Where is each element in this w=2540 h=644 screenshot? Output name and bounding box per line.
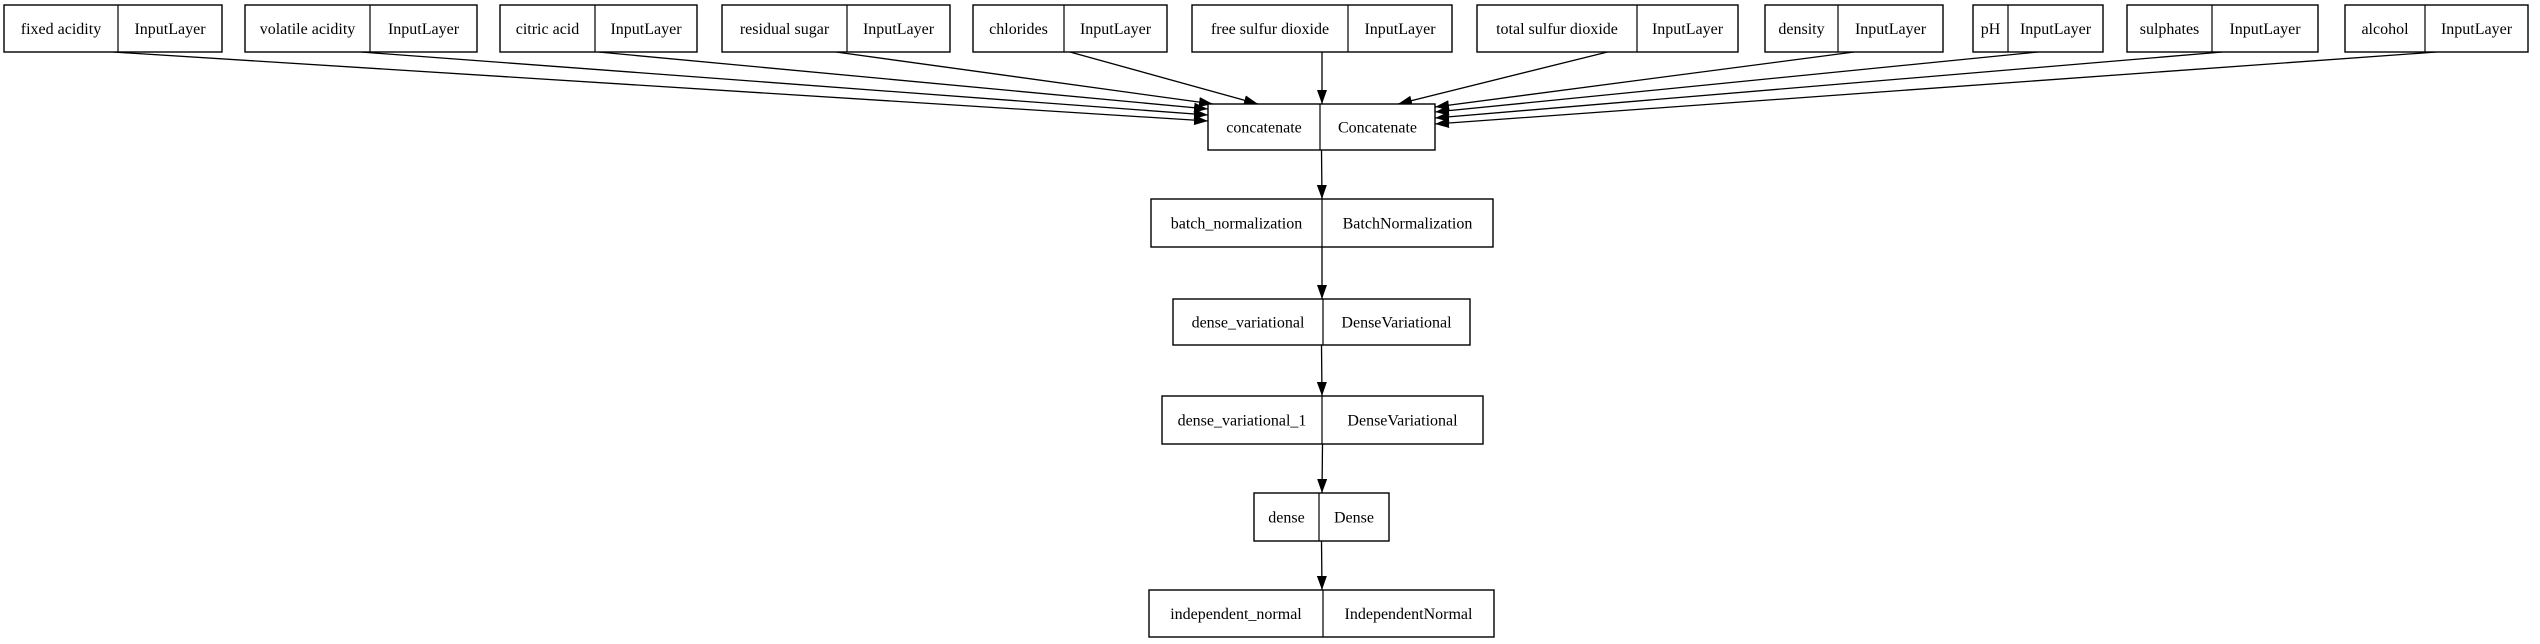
edge-density--to--concatenate (1434, 51, 1855, 111)
layer-type-label: InputLayer (863, 21, 935, 38)
layer-type-label: InputLayer (2020, 21, 2092, 38)
layer-type-label: DenseVariational (1341, 315, 1452, 332)
layer-type-label: InputLayer (1080, 21, 1152, 38)
node-chlorides: chlorides InputLayer (972, 4, 1168, 53)
node-concatenate: concatenate Concatenate (1207, 103, 1436, 151)
layer-type-label: IndependentNormal (1345, 606, 1474, 623)
edge-chlorides--to--concatenate (1069, 51, 1259, 106)
layer-type-label: InputLayer (388, 21, 460, 38)
layer-type-label: InputLayer (2229, 21, 2301, 38)
edge-concatenate--to--batch_normalization (1316, 149, 1327, 200)
node-box (1207, 103, 1436, 151)
layer-type-label: InputLayer (2441, 21, 2513, 38)
layer-name-label: density (1778, 21, 1824, 38)
node-box (499, 4, 698, 53)
layer-name-label: free sulfur dioxide (1211, 21, 1329, 38)
layer-name-label: sulphates (2140, 21, 2200, 38)
layer-name-label: total sulfur dioxide (1496, 21, 1618, 38)
node-citric_acid: citric acid InputLayer (499, 4, 698, 53)
node-dense_variational: dense_variational DenseVariational (1172, 298, 1471, 346)
layer-type-label: Concatenate (1338, 120, 1417, 137)
layer-name-label: residual sugar (740, 21, 830, 38)
node-box (1476, 4, 1739, 53)
layer-name-label: fixed acidity (21, 21, 101, 38)
layer-type-label: DenseVariational (1347, 413, 1458, 430)
edge-alcohol--to--concatenate (1434, 51, 2437, 128)
node-box (721, 4, 951, 53)
layer-name-label: alcohol (2361, 21, 2409, 38)
edge-dense--to--independent_normal (1316, 540, 1327, 591)
layer-name-label: batch_normalization (1171, 216, 1303, 233)
layer-name-label: dense (1268, 510, 1304, 527)
layer-type-label: InputLayer (1855, 21, 1927, 38)
node-volatile_acidity: volatile acidity InputLayer (244, 4, 478, 53)
node-density: density InputLayer (1764, 4, 1944, 53)
node-sulphates: sulphates InputLayer (2126, 4, 2319, 53)
edge-dense_variational--to--dense_variational_1 (1316, 344, 1327, 397)
node-fixed_acidity: fixed acidity InputLayer (3, 4, 223, 53)
layer-name-label: chlorides (989, 21, 1048, 38)
edge-sulphates--to--concatenate (1434, 51, 2223, 122)
node-box (244, 4, 478, 53)
layer-type-label: InputLayer (134, 21, 206, 38)
layer-name-label: dense_variational_1 (1178, 413, 1307, 430)
layer-name-label: volatile acidity (260, 21, 356, 38)
node-box (2344, 4, 2529, 53)
layer-name-label: concatenate (1226, 120, 1302, 137)
node-box (972, 4, 1168, 53)
node-free_sulfur_dioxide: free sulfur dioxide InputLayer (1191, 4, 1453, 53)
edge-dense_variational_1--to--dense (1317, 443, 1328, 494)
node-independent_normal: independent_normal IndependentNormal (1148, 589, 1495, 638)
node-box (2126, 4, 2319, 53)
layer-name-label: pH (1981, 21, 2001, 38)
layer-type-label: BatchNormalization (1343, 216, 1473, 233)
node-alcohol: alcohol InputLayer (2344, 4, 2529, 53)
node-residual_sugar: residual sugar InputLayer (721, 4, 951, 53)
edge-fixed_acidity--to--concatenate (112, 51, 1209, 126)
node-box (1253, 492, 1390, 542)
node-box (1764, 4, 1944, 53)
node-box (3, 4, 223, 53)
node-pH: pH InputLayer (1972, 4, 2104, 53)
node-box (1972, 4, 2104, 53)
edge-volatile_acidity--to--concatenate (360, 51, 1209, 119)
layer-type-label: InputLayer (1652, 21, 1724, 38)
edge-total_sulfur_dioxide--to--concatenate (1397, 51, 1608, 106)
node-total_sulfur_dioxide: total sulfur dioxide InputLayer (1476, 4, 1739, 53)
layer-type-label: Dense (1334, 510, 1374, 527)
node-batch_normalization: batch_normalization BatchNormalization (1150, 198, 1494, 248)
edge-citric_acid--to--concatenate (598, 51, 1209, 113)
layer-name-label: dense_variational (1192, 315, 1305, 332)
layer-name-label: independent_normal (1170, 606, 1302, 623)
layer-type-label: InputLayer (610, 21, 682, 38)
layer-type-label: InputLayer (1364, 21, 1436, 38)
node-dense_variational_1: dense_variational_1 DenseVariational (1161, 395, 1484, 445)
edge-pH--to--concatenate (1434, 51, 2039, 116)
node-box (1191, 4, 1453, 53)
edge-residual_sugar--to--concatenate (835, 51, 1214, 108)
node-dense: dense Dense (1253, 492, 1390, 542)
node-box (1172, 298, 1471, 346)
layer-name-label: citric acid (516, 21, 580, 38)
edges-layer (112, 51, 2437, 591)
node-box (1148, 589, 1495, 638)
